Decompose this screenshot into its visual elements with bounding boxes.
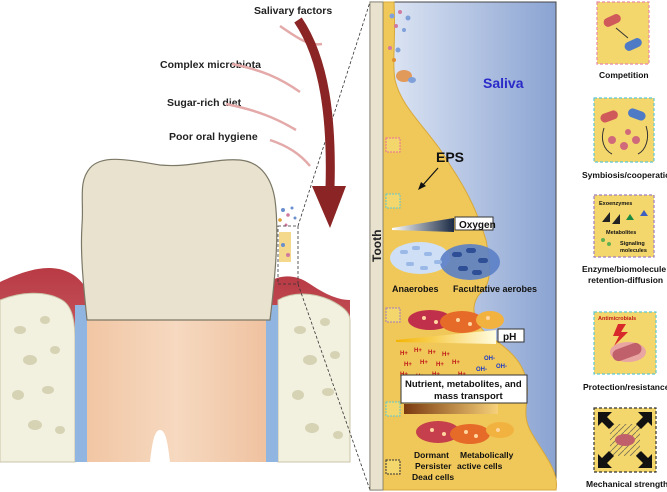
eps-pointer	[421, 167, 439, 187]
panel-mechanical: Mechanical strength	[586, 407, 667, 489]
bacterium-red	[603, 14, 621, 27]
metabolites-label: Metabolites	[606, 230, 636, 236]
mini-enzyme	[385, 307, 401, 323]
tooth-crown	[80, 158, 278, 321]
arrow-se-icon	[636, 451, 652, 468]
ph-cluster	[408, 310, 504, 333]
arrow-diet	[225, 102, 297, 132]
dead-cells-label: Dead cells	[412, 472, 454, 482]
hydroxide-ions: OH- OH- OH-	[476, 356, 507, 373]
symbiosis-label: Symbiosis/cooperation	[582, 170, 667, 180]
nutrient-label-line2: mass transport	[434, 391, 503, 402]
label-sugar-rich-diet: Sugar-rich diet	[167, 97, 242, 109]
anaerobes-label: Anaerobes	[392, 284, 439, 294]
arrow-salivary	[279, 24, 323, 46]
enzyme-label-line2: retention-diffusion	[588, 275, 663, 285]
arrow-nw-icon	[598, 412, 614, 429]
mini-protection	[385, 401, 401, 417]
nutrient-label-line1: Nutrient, metabolites, and	[405, 379, 522, 390]
oh-ion: OH-	[484, 356, 495, 362]
bacterium-blue	[624, 38, 642, 51]
panel-enzyme: Exoenzymes Metabolites Signaling molecul…	[582, 194, 666, 285]
mechanical-label: Mechanical strength	[586, 479, 667, 489]
h-ion: H+	[414, 348, 422, 354]
antimicrobials-label: Antimicrobials	[598, 316, 636, 322]
metabolically-label-line1: Metabolically	[460, 450, 514, 460]
panel-symbiosis: Symbiosis/cooperation	[582, 97, 667, 180]
h-ion: H+	[436, 362, 444, 368]
h-ion: H+	[400, 351, 408, 357]
tooth-illustration	[0, 1, 371, 491]
risk-factors: Salivary factors Complex microbiota Suga…	[160, 5, 346, 228]
early-colonizers	[388, 10, 416, 83]
h-ion: H+	[428, 350, 436, 356]
oxygen-box	[454, 216, 494, 231]
nutrient-gradient	[404, 404, 498, 414]
h-ion: H+	[442, 352, 450, 358]
bottom-cell-clusters	[416, 421, 514, 444]
label-complex-microbiota: Complex microbiota	[160, 59, 261, 71]
arrow-ne-icon	[636, 412, 652, 429]
eps-label: EPS	[436, 149, 464, 165]
h-ion: H+	[420, 360, 428, 366]
main-red-arrow	[294, 17, 335, 189]
competition-label: Competition	[599, 70, 649, 80]
signaling-label-line2: molecules	[620, 248, 647, 254]
h-ion: H+	[404, 362, 412, 368]
ligament-right	[266, 305, 278, 462]
panel-protection: Antimicrobials Protection/resistance	[583, 311, 667, 392]
biofilm-section: Tooth Saliva EPS Oxygen	[369, 1, 557, 491]
mini-symbiosis	[385, 193, 401, 209]
oh-ion: OH-	[476, 367, 487, 373]
label-poor-oral-hygiene: Poor oral hygiene	[169, 131, 258, 143]
dormant-label: Dormant	[414, 450, 449, 460]
enzyme-label-line1: Enzyme/biomolecule	[582, 264, 666, 274]
metabolically-label-line2: active cells	[457, 461, 503, 471]
signaling-label-line1: Signaling	[620, 241, 645, 247]
tooth-surface	[369, 1, 384, 491]
arrow-hygiene	[269, 138, 311, 167]
facultative-aerobes-label: Facultative aerobes	[453, 284, 537, 294]
ph-label: pH	[503, 332, 516, 343]
alveolar-bone-left	[0, 292, 76, 463]
zoom-region	[277, 225, 299, 285]
ligament-left	[75, 305, 87, 462]
persister-label: Persister	[415, 461, 452, 471]
nutrient-box	[400, 374, 528, 404]
plaque-particles	[278, 206, 297, 262]
oxygen-label: Oxygen	[459, 220, 496, 231]
mini-mechanical	[385, 459, 401, 475]
ph-box	[497, 328, 525, 343]
anaerobe-cluster	[390, 242, 500, 280]
tooth-label: Tooth	[370, 230, 384, 262]
lightning-icon	[613, 324, 628, 346]
alveolar-bone-right	[277, 293, 351, 463]
label-salivary-factors: Salivary factors	[254, 5, 332, 17]
saliva-label: Saliva	[483, 75, 524, 91]
panel-competition: Competition	[596, 1, 650, 80]
main-red-arrowhead	[312, 186, 346, 228]
arrow-sw-icon	[598, 451, 614, 468]
arrow-microbiota	[231, 62, 301, 94]
mechanism-panels: Competition Symbiosis/cooperation Exoenz…	[582, 1, 667, 489]
exoenzymes-label: Exoenzymes	[599, 201, 632, 207]
h-ion: H+	[452, 360, 460, 366]
tooth-root	[87, 300, 266, 462]
protection-label: Protection/resistance	[583, 382, 667, 392]
bone-texture	[12, 316, 343, 439]
oxygen-gradient	[392, 218, 454, 232]
mini-competition	[385, 137, 401, 153]
ph-gradient	[396, 330, 496, 344]
oh-ion: OH-	[496, 364, 507, 370]
